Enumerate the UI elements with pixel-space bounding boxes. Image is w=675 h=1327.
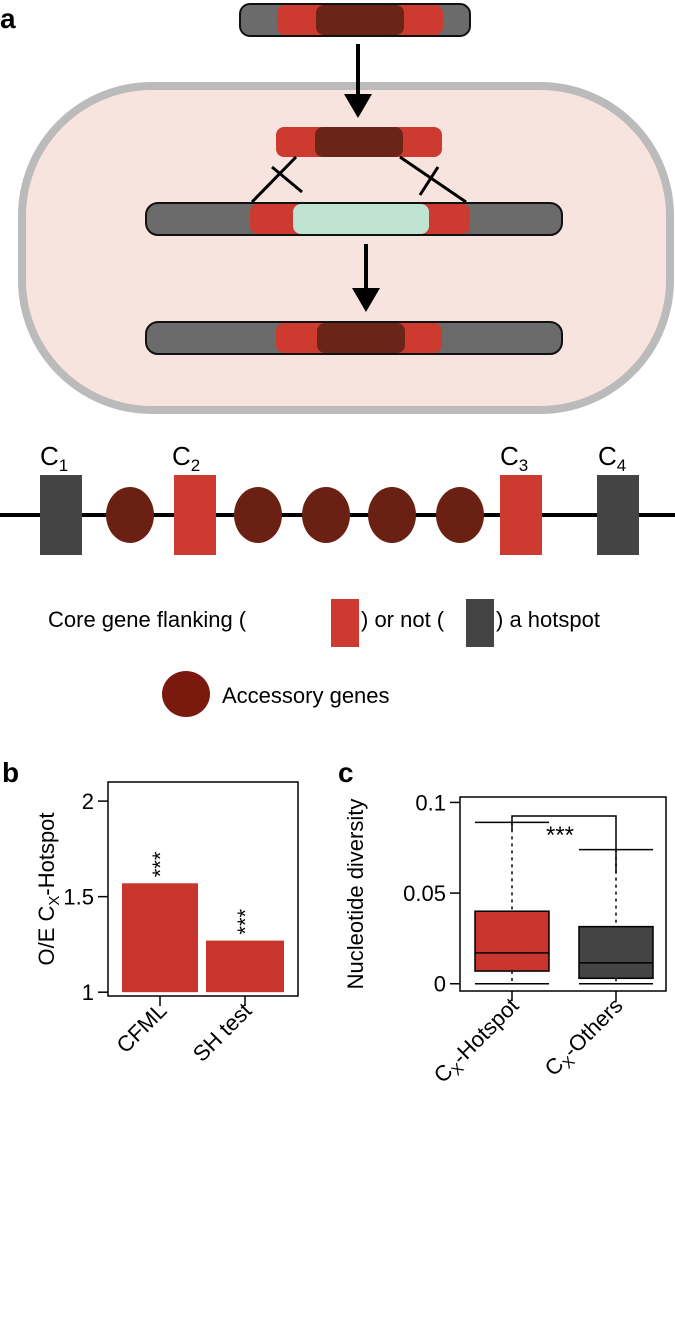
panel-label-b: b <box>2 757 19 788</box>
gene-label-c4: C4 <box>598 441 626 475</box>
legend-swatch-flanking <box>331 599 359 647</box>
result-chromosome <box>145 321 563 355</box>
arrow-down-icon <box>344 44 372 118</box>
accessory-gene <box>106 487 154 543</box>
gene-label-c2: C2 <box>172 441 200 475</box>
core-gene-c4 <box>597 475 639 555</box>
legend-accessory-text: Accessory genes <box>222 683 390 708</box>
donor-fragment <box>239 3 471 37</box>
panel-label-c: c <box>338 757 354 788</box>
accessory-gene <box>368 487 416 543</box>
legend-accessory-swatch <box>162 671 210 717</box>
core-gene-c2 <box>174 475 216 555</box>
y-tick-label: 1.5 <box>63 885 94 910</box>
significance-bracket <box>511 815 617 873</box>
core-gene-c3 <box>500 475 542 555</box>
y-tick-label: 0 <box>434 972 446 997</box>
core-gene-c1 <box>40 475 82 555</box>
y-tick-label: 1 <box>82 980 94 1005</box>
plot-frame <box>459 796 667 992</box>
plot-frame <box>107 781 299 997</box>
significance-label: *** <box>546 822 574 849</box>
arrow-down-icon <box>352 244 380 312</box>
significance-label: *** <box>148 851 173 877</box>
box <box>578 925 654 980</box>
gene-label-c3: C3 <box>500 441 528 475</box>
y-axis-label: O/E CX-Hotspot <box>34 812 63 965</box>
legend: Core gene flanking ( ) or not ( ) a hots… <box>48 599 600 717</box>
x-tick-label: SH test <box>188 998 257 1067</box>
y-tick-label: 0.05 <box>403 881 446 906</box>
crossover-lines <box>250 155 467 204</box>
panel-label-a: a <box>0 3 16 34</box>
accessory-gene <box>234 487 282 543</box>
gene-label-c1: C1 <box>40 441 68 475</box>
y-tick-label: 0.1 <box>415 790 446 815</box>
box <box>474 910 550 972</box>
legend-core-text-3: ) a hotspot <box>496 607 600 632</box>
donor-core <box>316 5 404 35</box>
legend-swatch-not-flanking <box>466 599 494 647</box>
legend-core-text-2: ) or not ( <box>361 607 445 632</box>
accessory-gene <box>302 487 350 543</box>
internal-fragment <box>276 127 442 157</box>
accessory-gene <box>436 487 484 543</box>
legend-core-text-1: Core gene flanking ( <box>48 607 247 632</box>
x-tick-label: CFML <box>112 998 172 1058</box>
y-axis-label: Nucleotide diversity <box>343 799 368 990</box>
recipient-replaced-region <box>293 204 429 234</box>
y-tick-label: 2 <box>82 789 94 814</box>
recipient-chromosome <box>145 202 563 236</box>
bar-cfml <box>122 883 198 993</box>
x-tick-label: CX-Hotspot <box>429 993 527 1091</box>
significance-label: *** <box>233 908 258 934</box>
bar-sh-test <box>206 940 284 993</box>
x-tick-label: CX-Others <box>540 993 631 1084</box>
fragment-core <box>315 127 403 157</box>
result-core <box>317 323 405 353</box>
bar-chart: 1 1.5 2 *** CFML *** SH test O/E CX-Hotspot <box>34 781 299 1067</box>
